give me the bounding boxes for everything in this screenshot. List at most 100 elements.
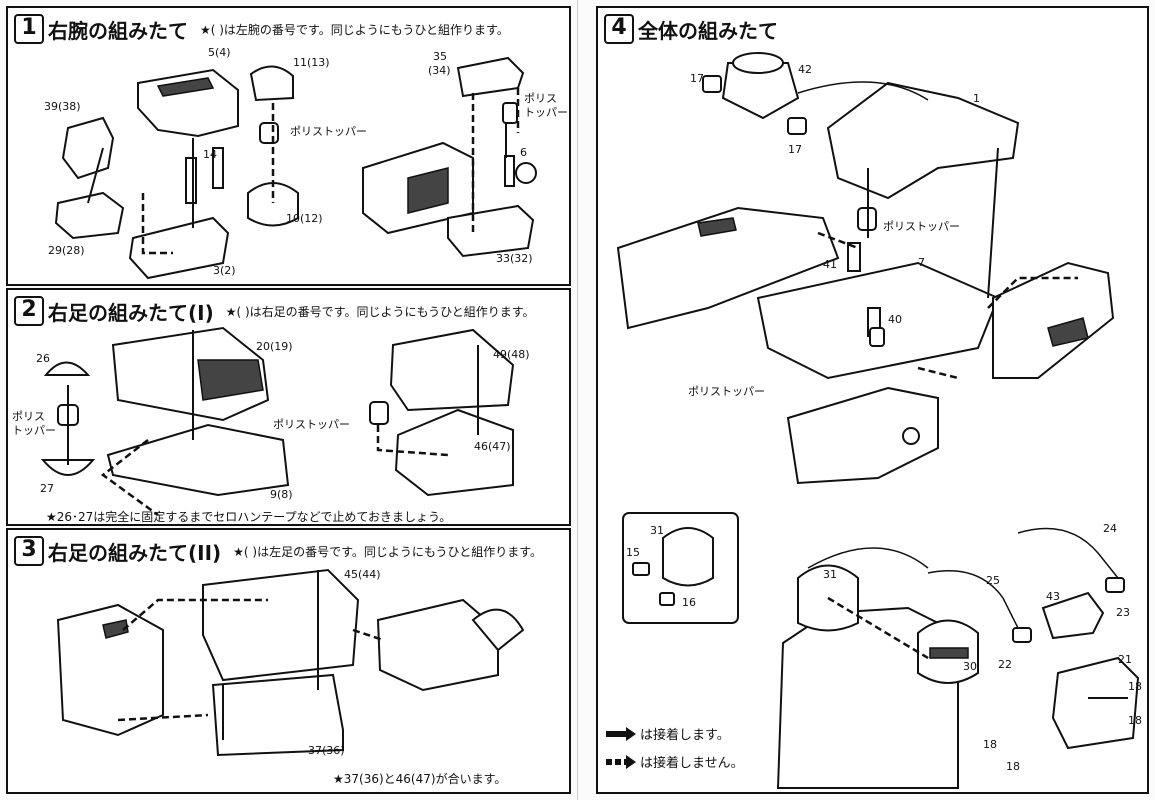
section-4-header: 4 全体の組みたて <box>604 14 778 44</box>
part-5-vents <box>156 77 215 97</box>
hose-25 <box>927 570 1019 629</box>
legend-glue: は接着します。 <box>606 724 730 743</box>
section-title: 右足の組みたて(II) <box>48 540 222 565</box>
label-5: 5(4) <box>208 46 231 59</box>
label-poly-a: ポリス <box>12 410 45 423</box>
label-9: 9(8) <box>270 488 293 501</box>
label-29: 29(28) <box>48 244 85 257</box>
label-42: 42 <box>798 63 812 76</box>
part-14-pin-2 <box>212 147 224 189</box>
dash-guide <box>376 425 449 457</box>
label-41: 41 <box>823 258 837 271</box>
knee-block <box>376 598 499 692</box>
part-39-hand <box>61 116 115 180</box>
part-20-upper <box>111 326 270 422</box>
part-35-cap <box>456 56 525 98</box>
part-45-panel <box>202 568 360 682</box>
label-34: (34) <box>428 64 451 77</box>
label-10: 10(12) <box>286 212 323 225</box>
dash-guide <box>122 598 268 631</box>
solid-arrow-icon <box>606 726 636 741</box>
label-14: 14 <box>203 148 217 161</box>
section-2-header: 2 右足の組みたて(I) ★( )は右足の番号です。同じようにもうひと組作ります… <box>14 296 535 326</box>
dash-guide <box>141 193 173 255</box>
part-15-nub <box>632 562 650 576</box>
part-1-torso <box>826 81 1020 200</box>
section-number: 3 <box>14 536 44 566</box>
part-22-nub <box>1012 627 1032 643</box>
label-35: 35 <box>433 50 447 63</box>
arm-joint-knob <box>902 427 920 445</box>
label-15: 15 <box>626 546 640 559</box>
section-4-full-assembly: 4 全体の組みたて <box>596 6 1149 794</box>
label-31b: 31 <box>823 568 837 581</box>
part-37-panel <box>211 673 344 757</box>
part-23-nub <box>1105 577 1125 593</box>
part-11-cap <box>249 65 294 102</box>
guide-wire <box>797 81 929 101</box>
section-1-right-arm: 1 右腕の組みたて ★( )は左腕の番号です。同じようにもうひと組作ります。 <box>6 6 571 286</box>
label-poly-a2: トッパー <box>12 424 56 437</box>
section-note: ★( )は右足の番号です。同じようにもうひと組作ります。 <box>225 304 535 319</box>
label-40: 40 <box>888 313 902 326</box>
label-11: 11(13) <box>293 56 330 69</box>
section-3-right-leg-2: 3 右足の組みたて(II) ★( )は左足の番号です。同じようにもうひと組作りま… <box>6 528 571 794</box>
right-shoulder-arm <box>992 261 1115 379</box>
left-arm-vents <box>697 217 737 237</box>
part-46-bottom <box>394 408 514 497</box>
leg-1-exploded-diagram <box>40 326 515 517</box>
label-17a: 17 <box>690 72 704 85</box>
label-poly-b: ポリス <box>524 92 557 105</box>
section-number: 4 <box>604 14 634 44</box>
label-21: 21 <box>1118 653 1132 666</box>
left-shoulder-arm <box>616 206 840 330</box>
section-2-footnote: ★26･27は完全に固定するまでセロハンテープなどで止めておきましょう。 <box>46 510 452 524</box>
part-16-nub <box>659 592 675 606</box>
dashed-arrow-icon <box>606 754 636 769</box>
part-3-base <box>128 216 230 280</box>
poly-stopper-4 <box>369 401 389 425</box>
right-forearm-lower <box>786 386 939 485</box>
part-30-slit <box>929 647 969 659</box>
label-23: 23 <box>1116 606 1130 619</box>
forearm-vents <box>407 167 449 214</box>
dash-guide <box>117 713 209 722</box>
foot-block <box>56 603 164 737</box>
dash-guide <box>352 628 384 642</box>
left-page: 1 右腕の組みたて ★( )は左腕の番号です。同じようにもうひと組作ります。 <box>0 0 577 800</box>
solid-guide <box>87 147 104 204</box>
part-10-socket <box>247 182 299 227</box>
section-title: 右足の組みたて(I) <box>48 300 214 325</box>
label-poly-stopper: ポリストッパー <box>290 125 367 138</box>
label-16: 16 <box>682 596 696 609</box>
label-49: 49(48) <box>493 348 530 361</box>
section-3-footnote: ★37(36)と46(47)が合います。 <box>333 772 507 786</box>
guide-wire <box>807 547 929 569</box>
section-number: 2 <box>14 296 44 326</box>
poly-stopper-lower <box>869 327 885 347</box>
leg-2-exploded-diagram <box>56 568 525 757</box>
label-17b: 17 <box>788 143 802 156</box>
label-6: 6 <box>520 146 527 159</box>
poly-stopper-1 <box>259 122 279 144</box>
label-1: 1 <box>973 92 980 105</box>
part-17-nub-b <box>787 117 807 135</box>
label-27: 27 <box>40 482 54 495</box>
part-5-upper-arm <box>137 68 239 138</box>
section-title: 右腕の組みたて <box>48 18 188 43</box>
label-25: 25 <box>986 574 1000 587</box>
label-46: 46(47) <box>474 440 511 453</box>
arm-exploded-diagram <box>54 56 537 280</box>
label-poly-2: ポリストッパー <box>688 385 765 398</box>
hose-24 <box>1017 527 1119 579</box>
label-18b: 18 <box>1128 714 1142 727</box>
part-29-mount <box>54 191 125 240</box>
legend-glue-text: は接着します。 <box>640 728 730 743</box>
part-27-dome <box>40 459 96 476</box>
label-43: 43 <box>1046 590 1060 603</box>
part-17-nub-a <box>702 75 722 93</box>
label-poly-1: ポリストッパー <box>883 220 960 233</box>
section-3-header: 3 右足の組みたて(II) ★( )は左足の番号です。同じようにもうひと組作りま… <box>14 536 542 566</box>
part-6-knob <box>515 162 537 184</box>
dash-guide <box>987 276 1078 309</box>
